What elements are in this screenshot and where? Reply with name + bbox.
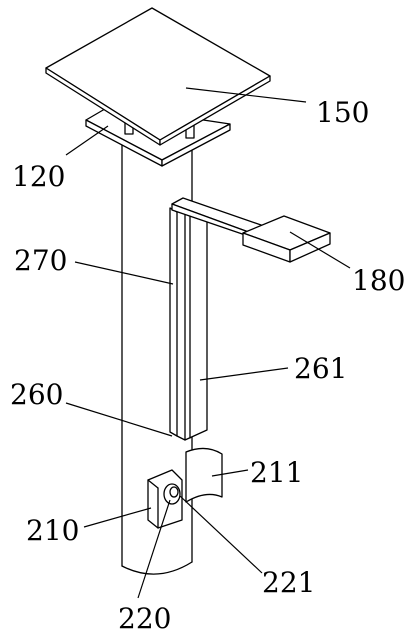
leader-lines	[65, 87, 351, 599]
channel	[184, 199, 208, 441]
label-220: 220	[118, 602, 171, 635]
reference-numerals: 150 120 270 180 261 260 211 210 221 220	[10, 96, 405, 635]
bolt	[163, 483, 181, 505]
label-270: 270	[14, 244, 67, 277]
rail	[169, 204, 186, 441]
label-180: 180	[352, 264, 405, 297]
label-221: 221	[262, 566, 315, 599]
label-150: 150	[316, 96, 369, 129]
lamp-head	[242, 215, 331, 263]
clamp-band	[185, 447, 223, 503]
label-260: 260	[10, 378, 63, 411]
panel	[45, 7, 271, 146]
label-120: 120	[12, 160, 65, 193]
label-210: 210	[26, 514, 79, 547]
label-261: 261	[294, 352, 347, 385]
label-211: 211	[250, 456, 303, 489]
